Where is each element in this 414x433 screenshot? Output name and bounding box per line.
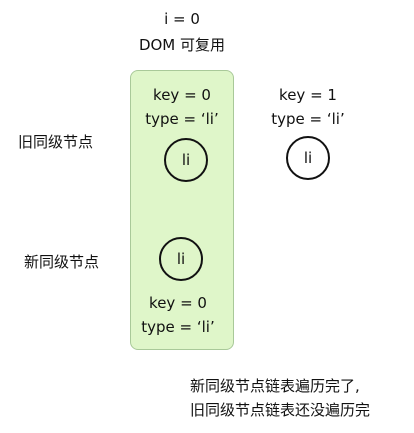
- old-node-1-key: key = 1: [279, 86, 337, 104]
- index-label: i = 0: [164, 10, 200, 28]
- old-node-0-type: type = ‘li’: [145, 110, 219, 128]
- old-node-1-circle: li: [286, 136, 330, 180]
- new-node-0-circle: li: [159, 237, 203, 281]
- old-node-1-tag: li: [303, 149, 313, 167]
- old-node-0-circle: li: [164, 138, 208, 182]
- new-siblings-label: 新同级节点: [24, 253, 100, 271]
- note-line-1: 新同级节点链表遍历完了,: [190, 377, 360, 395]
- new-node-0-type: type = ‘li’: [141, 318, 215, 336]
- new-node-0-tag: li: [176, 250, 186, 268]
- old-node-0-tag: li: [181, 151, 191, 169]
- old-node-1-type: type = ‘li’: [271, 110, 345, 128]
- reuse-label: DOM 可复用: [138, 36, 226, 54]
- note-line-2: 旧同级节点链表还没遍历完: [190, 401, 371, 419]
- old-siblings-label: 旧同级节点: [18, 133, 94, 151]
- new-node-0-key: key = 0: [149, 294, 207, 312]
- comparison-highlight-box: [130, 70, 234, 350]
- old-node-0-key: key = 0: [153, 86, 211, 104]
